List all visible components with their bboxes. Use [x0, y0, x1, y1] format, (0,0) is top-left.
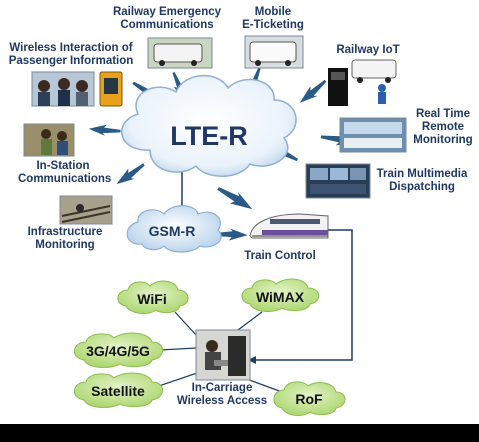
lte-r-title: LTE-R: [170, 121, 247, 151]
mobile-eticketing-line-1: Mobile: [254, 6, 292, 18]
in-station-line-1: In-Station: [36, 160, 90, 172]
connector-arrowhead: [248, 356, 256, 364]
lte-r-cloud: [121, 74, 297, 177]
in-carriage-line-2: Wireless Access: [176, 395, 268, 407]
railway-emergency-line-1: Railway Emergency: [112, 6, 222, 18]
bottom-black-bar: [0, 424, 479, 442]
satellite-label: Satellite: [91, 383, 145, 399]
cellular-label: 3G/4G/5G: [86, 343, 150, 359]
in-carriage-photo: [195, 329, 251, 381]
railway-iot-label: Railway IoT: [330, 44, 406, 57]
bolt-iot: [295, 76, 330, 108]
train-multimedia-line-1: Train Multimedia: [376, 168, 468, 180]
wireless-interaction-line-1: Wireless Interaction of: [9, 42, 133, 54]
gsm-r-cloud: [126, 205, 222, 253]
train-image: [249, 213, 329, 239]
infrastructure-photo: [59, 195, 113, 225]
monitoring-room-photo: [339, 117, 407, 153]
bolt-train: [214, 182, 256, 216]
in-station-label: In-Station Communications: [18, 160, 112, 186]
wireless-interaction-line-2: Passenger Information: [8, 55, 134, 67]
railway-emergency-line-2: Communications: [120, 19, 214, 31]
infrastructure-line-2: Monitoring: [35, 239, 95, 251]
bolt-infrastructure: [113, 159, 148, 190]
mobile-eticketing-line-2: E-Ticketing: [242, 19, 304, 31]
in-station-line-2: Communications: [18, 173, 112, 185]
gsm-r-label: GSM-R: [149, 223, 196, 239]
train-multimedia-label: Train Multimedia Dispatching: [368, 168, 476, 194]
in-carriage-label: In-Carriage Wireless Access: [170, 382, 274, 408]
cellular-cloud: [74, 332, 163, 368]
bolt-in-station: [88, 123, 122, 138]
real-time-monitoring-line-2: Remote: [421, 121, 465, 133]
infrastructure-line-1: Infrastructure: [27, 226, 103, 238]
wimax-cloud: [241, 278, 320, 312]
mobile-eticketing-label: Mobile E-Ticketing: [238, 6, 308, 32]
real-time-monitoring-line-1: Real Time: [415, 108, 471, 120]
infrastructure-label: Infrastructure Monitoring: [20, 226, 110, 252]
train-control-line-1: Train Control: [244, 250, 316, 262]
real-time-monitoring-label: Real Time Remote Monitoring: [408, 108, 478, 147]
railway-iot-line-1: Railway IoT: [336, 44, 400, 56]
satellite-cloud: [74, 372, 163, 408]
in-carriage-line-1: In-Carriage: [191, 382, 253, 394]
wifi-cloud: [117, 280, 189, 314]
rof-label: RoF: [295, 391, 323, 407]
train-control-label: Train Control: [236, 250, 324, 263]
railway-emergency-label: Railway Emergency Communications: [112, 6, 222, 32]
emergency-van-photo: [147, 37, 213, 69]
wimax-label: WiMAX: [256, 289, 305, 305]
real-time-monitoring-line-3: Monitoring: [413, 134, 473, 146]
dispatching-room-photo: [305, 163, 371, 199]
railway-iot-photo: [328, 59, 397, 106]
passenger-info-photo: [31, 71, 123, 107]
eticketing-van-photo: [244, 35, 304, 69]
rof-cloud: [273, 381, 346, 416]
in-station-photo: [23, 123, 75, 157]
train-multimedia-line-2: Dispatching: [389, 181, 455, 193]
train-carriage-connector: [248, 229, 353, 361]
wifi-label: WiFi: [137, 291, 166, 307]
wireless-interaction-label: Wireless Interaction of Passenger Inform…: [4, 42, 138, 68]
